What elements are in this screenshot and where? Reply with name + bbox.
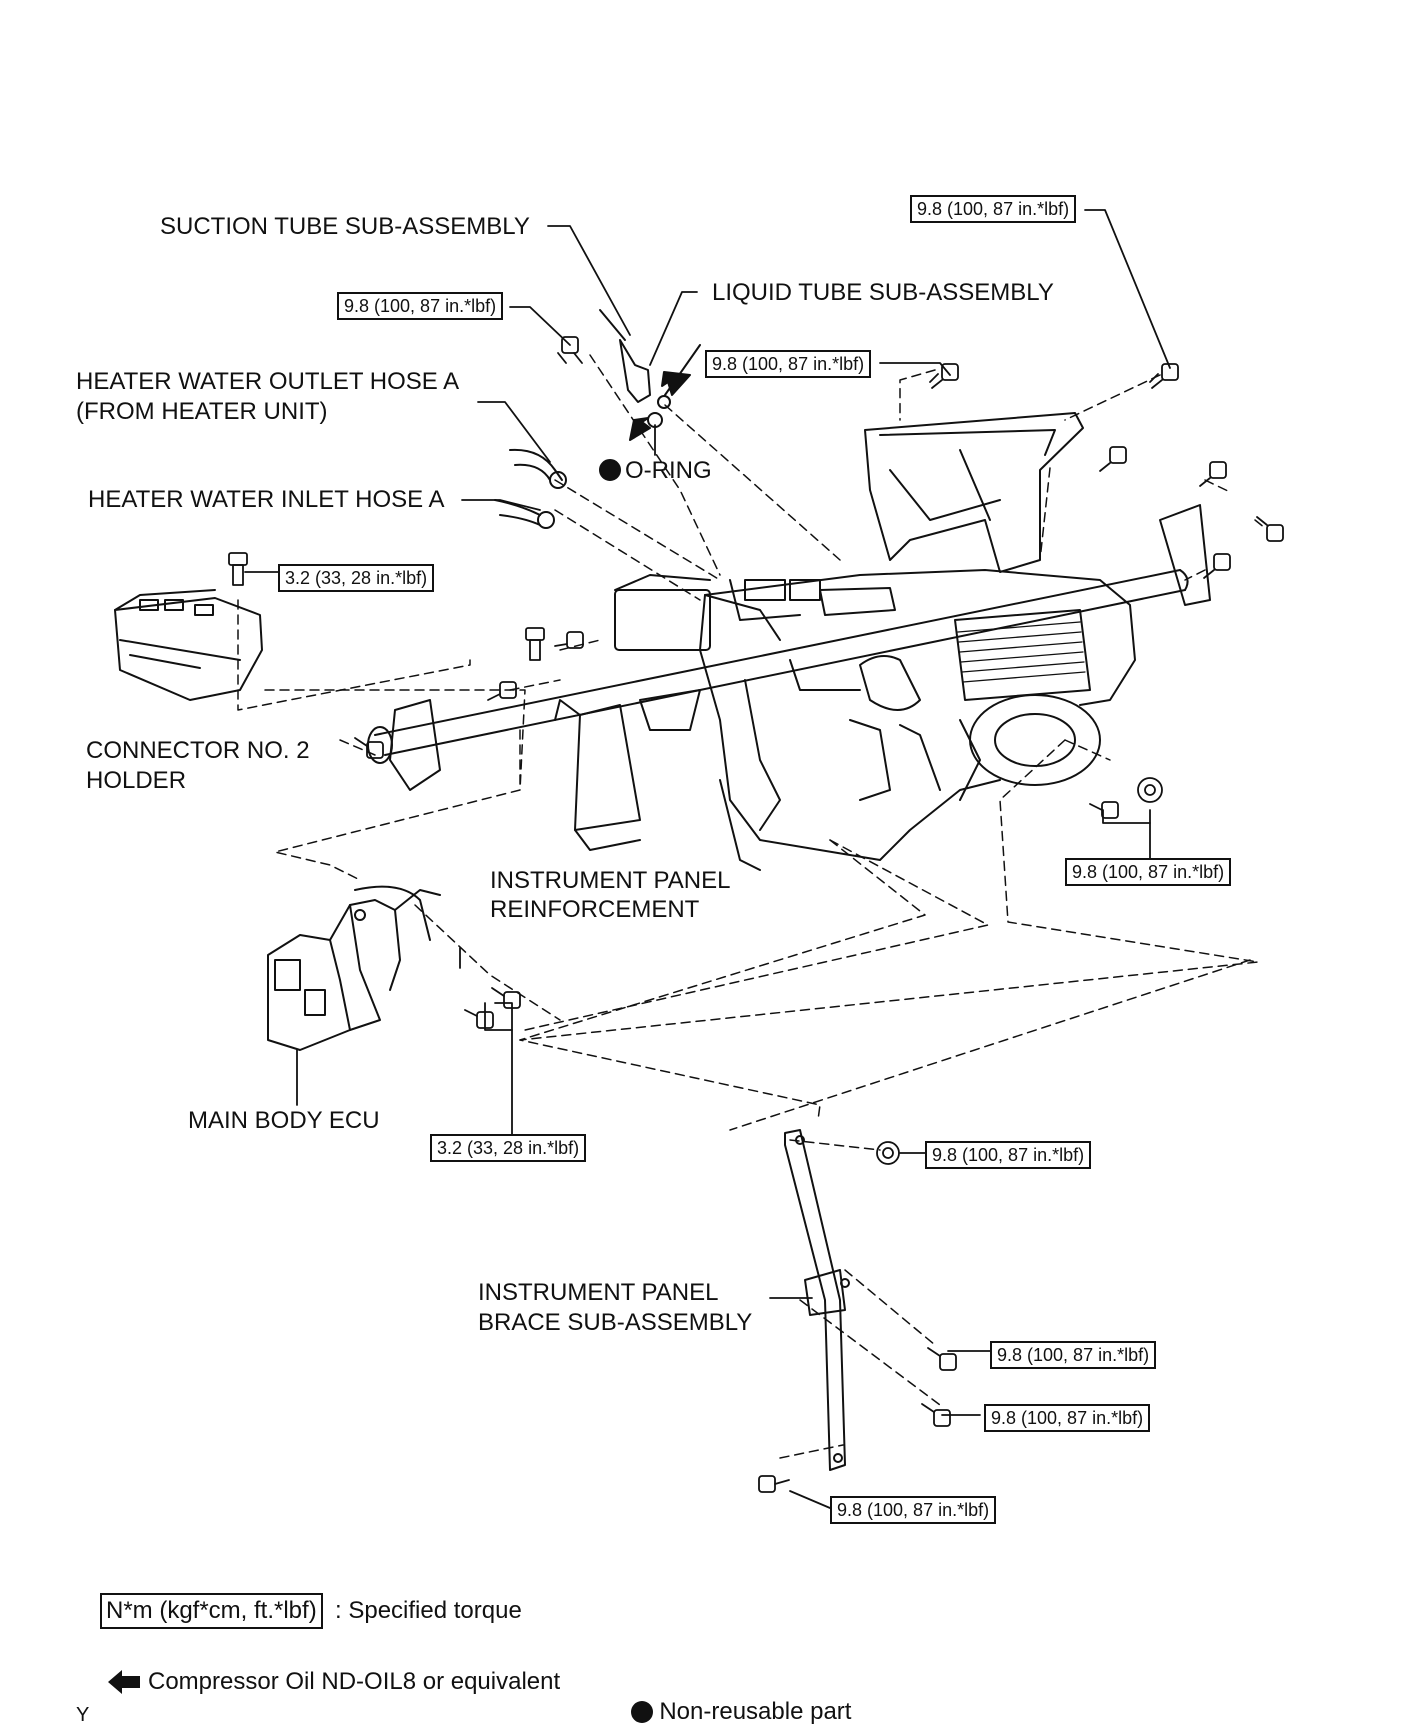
label-ip-reinforcement-2: REINFORCEMENT [490,896,700,923]
bolt-reinf-a [525,627,545,661]
legend-nonreusable: Non-reusable part [618,1667,851,1727]
label-heater-outlet-1: HEATER WATER OUTLET HOSE A [76,368,460,395]
legend-arrow-shape [108,1670,140,1694]
nut-brace-top [876,1141,900,1165]
connector-holder [114,589,263,701]
nonreusable-dot-icon [631,1701,654,1723]
torque-box-brace-mid-a: 9.8 (100, 87 in.*lbf) [990,1341,1157,1369]
footer-code: Y [76,1704,90,1726]
bolt-unit-d [1203,553,1231,579]
bolt-connector-holder [228,552,248,586]
legend-nonreusable-text: Non-reusable part [659,1698,852,1725]
bolt-ecu-a [464,1009,494,1029]
label-ip-reinforcement-1: INSTRUMENT PANEL [490,867,731,894]
torque-box-brace-top: 9.8 (100, 87 in.*lbf) [925,1141,1092,1169]
hvac-unit [367,412,1211,871]
main-body-ecu [267,885,441,1051]
fasteners [228,336,1284,1493]
label-o-ring: O-RING [625,457,712,484]
label-connector-2: HOLDER [86,767,187,794]
o-ring-dot [599,459,621,481]
bolt-unit-b [1199,461,1227,487]
label-heater-outlet-2: (FROM HEATER UNIT) [76,398,328,425]
tubes-and-hoses [494,309,701,529]
torque-box-brace-mid-b: 9.8 (100, 87 in.*lbf) [984,1404,1151,1432]
dashed-lines [237,354,1266,1459]
label-heater-inlet: HEATER WATER INLET HOSE A [88,486,445,513]
torque-box-lower-right: 9.8 (100, 87 in.*lbf) [1065,858,1232,886]
tube-bracket [619,339,651,403]
bolt-top-center [929,363,959,389]
ip-brace [784,1129,850,1471]
torque-box-top-right: 9.8 (100, 87 in.*lbf) [910,195,1077,223]
bolt-unit-c [1256,516,1284,542]
bolt-lower-right-a [1089,801,1119,819]
nut-lower-right [1137,777,1163,803]
label-main-body-ecu: MAIN BODY ECU [188,1107,380,1134]
bolt-reinf-c [487,681,517,701]
bolt-reinf-b [554,631,584,649]
torque-box-suction: 9.8 (100, 87 in.*lbf) [337,292,504,320]
bolt-left-end [354,737,384,759]
bolt-top-right [1149,363,1179,389]
bolt-brace-mid-a [927,1347,957,1371]
label-suction-tube: SUCTION TUBE SUB-ASSEMBLY [160,213,530,240]
oil-arrows [629,371,691,441]
bolt-ecu-b [491,987,521,1009]
torque-box-ecu: 3.2 (33, 28 in.*lbf) [430,1134,587,1162]
torque-box-top-center: 9.8 (100, 87 in.*lbf) [705,350,872,378]
legend-unit-description: : Specified torque [335,1597,522,1624]
bolt-suction [557,336,583,364]
torque-box-connector: 3.2 (33, 28 in.*lbf) [278,564,435,592]
label-brace-1: INSTRUMENT PANEL [478,1279,719,1306]
bolt-brace-bottom [758,1475,790,1493]
legend-unit-box: N*m (kgf*cm, ft.*lbf) [100,1593,323,1629]
bolt-brace-mid-b [921,1403,951,1427]
torque-box-brace-bottom: 9.8 (100, 87 in.*lbf) [830,1496,997,1524]
bolt-unit-a [1099,446,1127,472]
label-liquid-tube: LIQUID TUBE SUB-ASSEMBLY [712,279,1054,306]
leader-lines [244,209,1171,1509]
label-connector-1: CONNECTOR NO. 2 [86,737,310,764]
legend-oil-text: Compressor Oil ND-OIL8 or equivalent [148,1668,561,1695]
label-brace-2: BRACE SUB-ASSEMBLY [478,1309,753,1336]
